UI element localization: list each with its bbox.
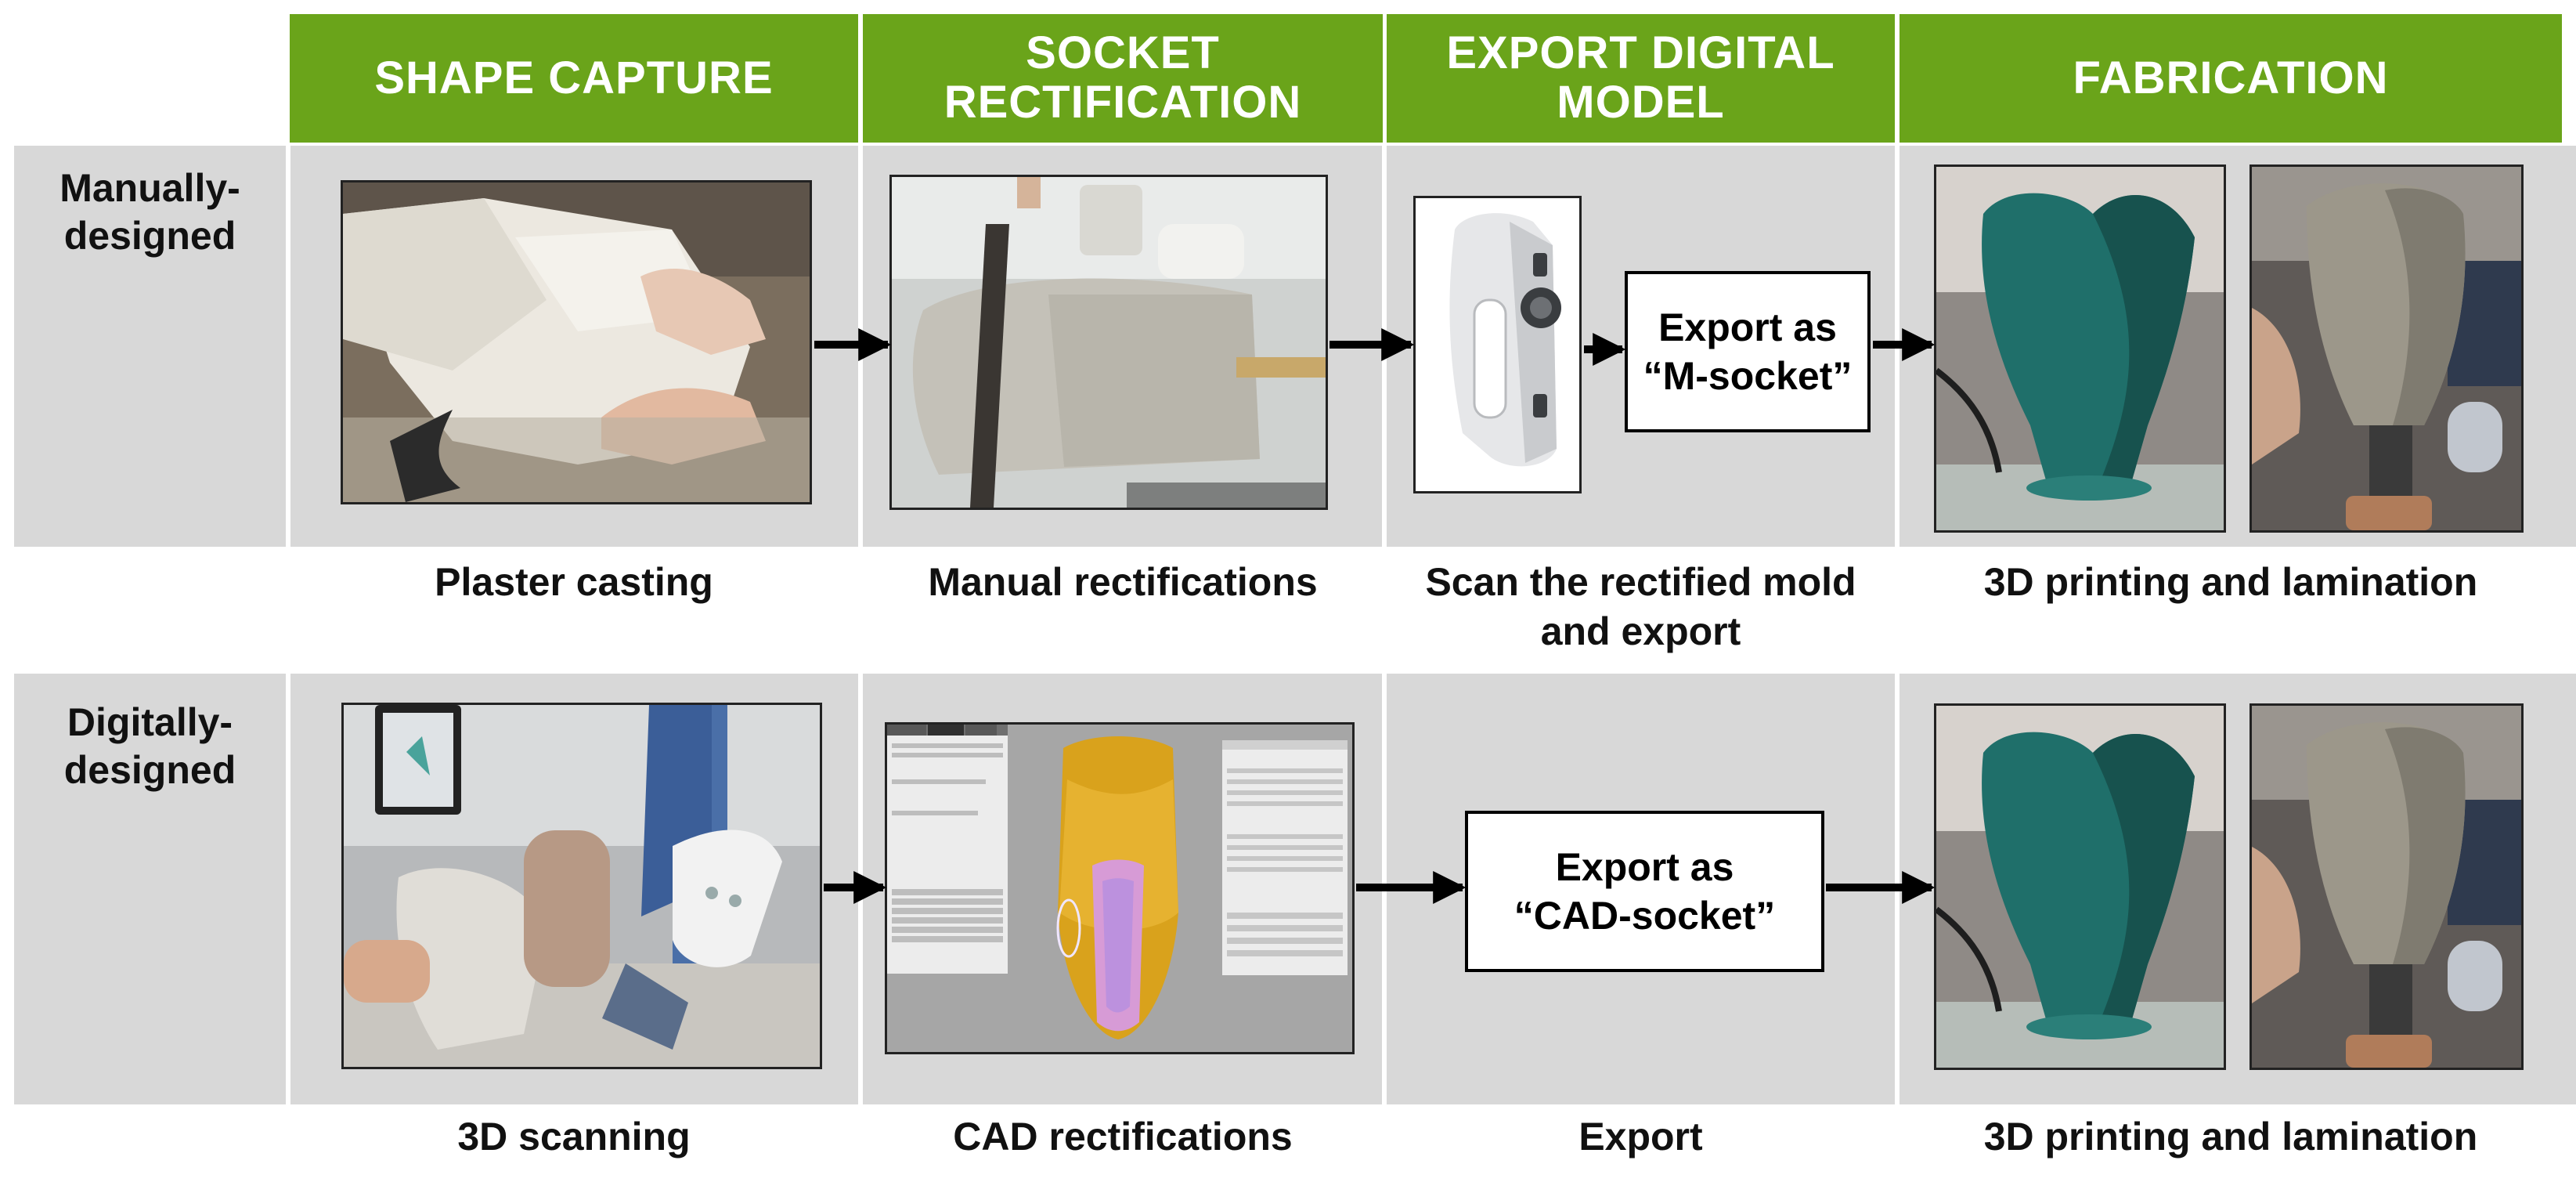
caption-cad-rectifications: CAD rectifications xyxy=(953,1115,1293,1159)
header-export-digital-model: EXPORT DIGITAL MODEL xyxy=(1387,14,1895,143)
manual-rectification-photo xyxy=(889,175,1328,510)
row-label-manual: Manually- designed xyxy=(60,166,240,258)
scanner-photo xyxy=(1413,196,1582,493)
laminated-socket-photo xyxy=(2249,164,2524,533)
column-divider xyxy=(1382,146,1387,1104)
header-socket-rectification: SOCKET RECTIFICATION xyxy=(863,14,1383,143)
caption-3d-printing-lamination: 3D printing and lamination xyxy=(1983,560,2478,604)
caption-export: Export xyxy=(1578,1115,1703,1159)
caption-plaster-casting: Plaster casting xyxy=(435,560,713,604)
3d-scanning-photo xyxy=(341,703,822,1069)
caption-scan-and-export: Scan the rectified mold and export xyxy=(1425,560,1856,653)
column-divider xyxy=(1895,146,1900,1104)
header-fabrication: FABRICATION xyxy=(1900,14,2562,143)
row-label-digital: Digitally- designed xyxy=(63,700,236,792)
export-m-socket-box: Export as “M-socket” xyxy=(1625,271,1871,432)
cad-software-screenshot xyxy=(885,722,1355,1054)
caption-3d-printing-lamination: 3D printing and lamination xyxy=(1983,1115,2478,1159)
column-divider xyxy=(286,146,290,1104)
printed-socket-photo xyxy=(1934,703,2226,1070)
column-divider xyxy=(858,146,863,1104)
caption-3d-scanning: 3D scanning xyxy=(457,1115,691,1159)
printed-socket-photo xyxy=(1934,164,2226,533)
plaster-casting-photo xyxy=(341,180,812,504)
caption-manual-rectifications: Manual rectifications xyxy=(928,560,1318,604)
laminated-socket-photo xyxy=(2249,703,2524,1070)
header-shape-capture: SHAPE CAPTURE xyxy=(290,14,858,143)
export-cad-socket-box: Export as “CAD-socket” xyxy=(1465,811,1824,972)
